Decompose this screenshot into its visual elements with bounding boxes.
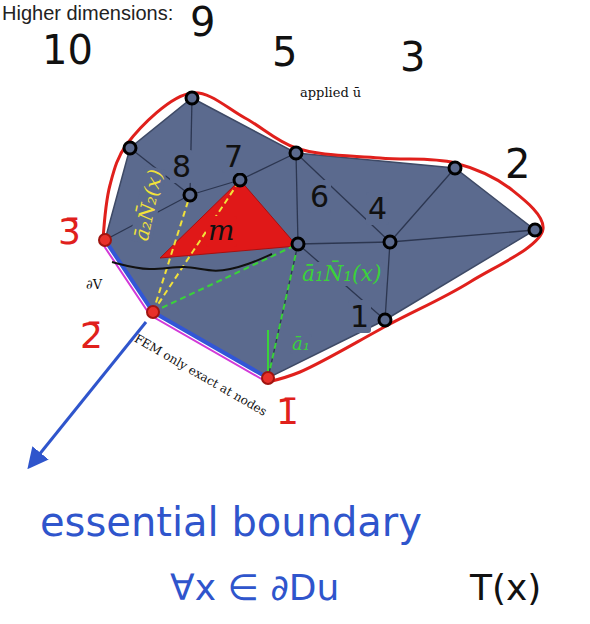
node-number: 2 [505, 142, 530, 186]
hand-squiggle [112, 254, 272, 271]
mesh-region [105, 98, 535, 378]
shape-function-line [268, 244, 298, 378]
handwritten-note: essential boundary [40, 500, 422, 544]
natural-boundary-outline [103, 93, 543, 382]
mesh-node [124, 142, 136, 154]
boundary-node-number: 3̄ [58, 212, 81, 252]
shape-function-line [153, 195, 190, 312]
mesh-edge [296, 153, 390, 242]
mesh-edge [298, 242, 390, 244]
shape-function-line [153, 180, 240, 312]
essential-boundary-line [105, 240, 268, 378]
node-number: 6 [308, 180, 331, 213]
mesh-node [186, 92, 198, 104]
mesh-node [234, 174, 246, 186]
node-number: 7 [222, 140, 245, 173]
mesh-node [292, 238, 304, 250]
mesh-node [379, 314, 391, 326]
mesh-edge [296, 153, 298, 244]
mesh-node [384, 236, 396, 248]
mesh-edge [390, 230, 535, 242]
boundary-node [147, 306, 159, 318]
node-number: 1 [348, 300, 371, 333]
mesh-node [184, 189, 196, 201]
element-triangle [160, 180, 297, 258]
mesh-edge [385, 242, 390, 320]
element-label: m [206, 216, 237, 247]
node-number: 4 [366, 192, 389, 225]
node-number: 3 [400, 35, 425, 79]
node-number: 8 [170, 150, 193, 183]
boundary-node-number: 2̄ [80, 316, 103, 356]
mesh-edge [240, 153, 296, 180]
node-number: 5 [272, 30, 297, 74]
mesh-node [290, 147, 302, 159]
nodal-value-bar [267, 330, 269, 372]
handwritten-note: T(x) [470, 568, 541, 608]
nodal-value-label: ā₁ [290, 334, 312, 354]
boundary-node-number: 1̄ [276, 392, 299, 432]
figure-label: applied ū [300, 86, 361, 100]
shape-function-label: ā₁N̄₁(x) [300, 262, 384, 286]
shape-function-line [153, 244, 298, 312]
mesh-edge [298, 244, 385, 320]
mesh-node [449, 162, 461, 174]
page-title: Higher dimensions: [2, 2, 173, 24]
node-number: 10 [42, 28, 93, 72]
mesh-node [529, 224, 541, 236]
mesh-edge [390, 168, 455, 242]
mesh-edge [268, 244, 298, 378]
boundary-label: ∂V [86, 278, 102, 292]
boundary-node [262, 372, 274, 384]
handwritten-note: ∀x ∈ ∂Du [170, 568, 339, 608]
node-number: 9 [190, 0, 215, 44]
boundary-node [99, 234, 111, 246]
